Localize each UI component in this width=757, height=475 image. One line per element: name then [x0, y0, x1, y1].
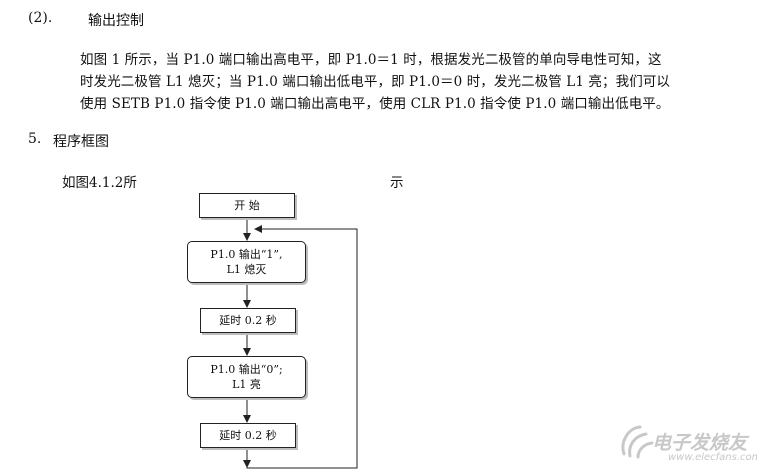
flowchart-step-output-1: P1.0 输出“1”, L1 熄灭 — [187, 241, 306, 283]
step-line: L1 熄灭 — [226, 263, 267, 276]
delay-label: 延时 0.2 秒 — [219, 314, 277, 327]
watermark-logo-icon — [621, 425, 654, 459]
flowchart-delay-1: 延时 0.2 秒 — [200, 308, 296, 333]
watermark-brand: 电子发烧友 — [652, 432, 748, 454]
flowchart-start: 开 始 — [199, 193, 295, 218]
flowchart-start-label: 开 始 — [234, 199, 260, 212]
watermark-url: www.elecfans.com — [668, 452, 757, 463]
figure-caption-left: 如图4.1.2所 — [62, 175, 137, 191]
section-number: (2). — [28, 10, 53, 26]
paragraph-line: 使用 SETB P1.0 指令使 P1.0 端口输出高电平，使用 CLR P1.… — [80, 96, 670, 112]
flowchart-step-output-0: P1.0 输出“0”; L1 亮 — [187, 356, 306, 398]
step-line: P1.0 输出“0”; — [210, 363, 283, 376]
section-title: 程序框图 — [53, 134, 109, 150]
delay-label: 延时 0.2 秒 — [219, 429, 277, 442]
paragraph-line: 时发光二极管 L1 熄灭；当 P1.0 端口输出低电平，即 P1.0＝0 时，发… — [80, 74, 671, 90]
figure-caption-right: 示 — [390, 175, 404, 191]
section-number: 5. — [28, 131, 42, 147]
step-line: L1 亮 — [232, 378, 261, 391]
flowchart-delay-2: 延时 0.2 秒 — [200, 423, 296, 448]
paragraph-line: 如图 1 所示，当 P1.0 端口输出高电平，即 P1.0＝1 时，根据发光二极… — [80, 52, 662, 68]
step-line: P1.0 输出“1”, — [210, 248, 283, 261]
section-title: 输出控制 — [88, 13, 144, 29]
